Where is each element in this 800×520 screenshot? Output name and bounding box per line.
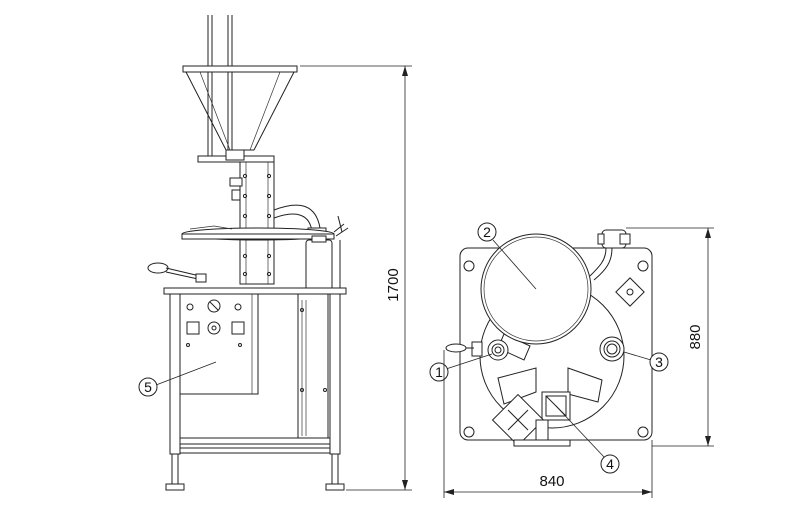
top-view: 1 2 3 4 bbox=[429, 222, 669, 474]
callout-4: 4 bbox=[555, 405, 620, 474]
turntable-plate bbox=[181, 225, 335, 241]
height-value: 1700 bbox=[385, 268, 402, 301]
callout-5: 5 bbox=[138, 361, 217, 397]
hopper bbox=[182, 65, 298, 163]
callout-2-label: 2 bbox=[483, 224, 491, 240]
corner-feet bbox=[463, 260, 649, 438]
table-top bbox=[163, 287, 347, 295]
dosing-column bbox=[229, 161, 275, 285]
depth-dimension: 880 bbox=[626, 227, 714, 447]
top-pipe bbox=[589, 229, 631, 281]
side-view: 5 bbox=[138, 15, 349, 491]
callout-1: 1 bbox=[429, 353, 493, 382]
valve-block bbox=[615, 277, 645, 307]
hopper-rods bbox=[207, 15, 233, 160]
station-1 bbox=[445, 339, 509, 361]
callout-1-label: 1 bbox=[435, 364, 443, 380]
operating-lever bbox=[147, 262, 207, 283]
station-4 bbox=[491, 391, 571, 447]
frame bbox=[169, 293, 341, 455]
height-dimension: 1700 bbox=[300, 65, 412, 491]
callout-3-label: 3 bbox=[655, 354, 663, 370]
cylinder bbox=[305, 215, 349, 293]
width-dimension: 840 bbox=[443, 350, 653, 498]
callout-2: 2 bbox=[477, 222, 537, 290]
width-value: 840 bbox=[539, 473, 564, 490]
callout-3: 3 bbox=[623, 351, 669, 372]
control-box bbox=[179, 293, 259, 395]
feet bbox=[165, 453, 345, 491]
callout-5-label: 5 bbox=[144, 379, 152, 395]
station-3 bbox=[599, 336, 625, 362]
depth-value: 880 bbox=[687, 324, 704, 349]
callout-4-label: 4 bbox=[606, 456, 614, 472]
